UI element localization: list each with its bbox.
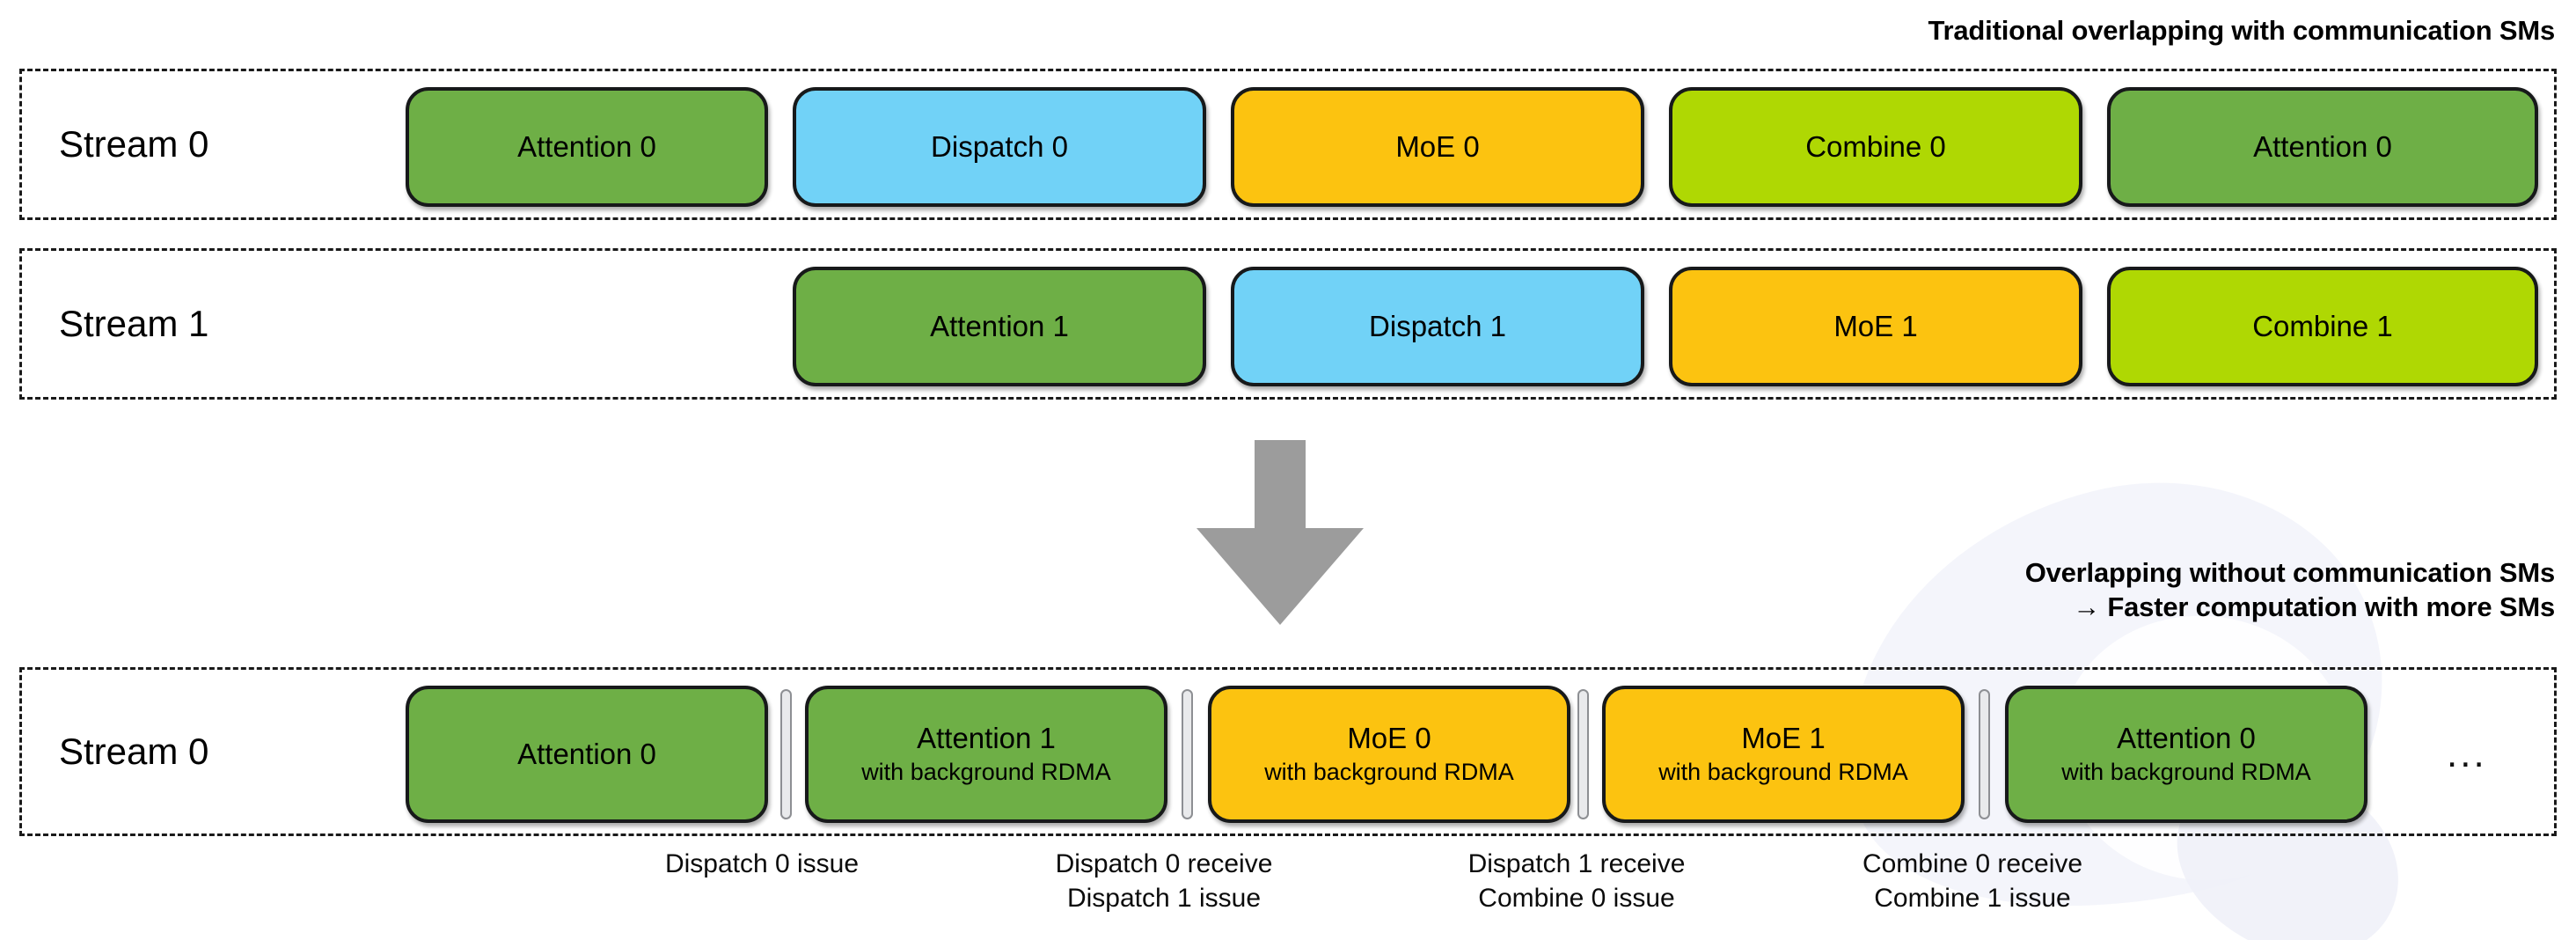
stream-lane-1-track: Attention 1 Dispatch 1 MoE 1 Combine 1 (22, 251, 2554, 397)
task-block: MoE 0 with background RDMA (1208, 686, 1570, 823)
task-block-title: Attention 0 (517, 737, 656, 770)
task-block: Attention 0 (2107, 87, 2538, 207)
task-block-title: Attention 1 (930, 309, 1069, 342)
task-block: MoE 0 (1231, 87, 1644, 207)
task-block: Combine 1 (2107, 267, 2538, 386)
task-block: Attention 0 (406, 87, 768, 207)
stream-lane-0-label: Stream 0 (59, 123, 209, 165)
timeline-caption: Dispatch 0 receive Dispatch 1 issue (1055, 849, 1273, 913)
timeline-caption: Dispatch 1 receive Combine 0 issue (1467, 849, 1686, 913)
task-block-subtitle: with background RDMA (861, 758, 1111, 785)
block-separator (780, 689, 792, 819)
block-separator (1182, 689, 1193, 819)
task-block-subtitle: with background RDMA (2061, 758, 2311, 785)
task-block-title: Attention 0 (517, 129, 656, 163)
task-block: Dispatch 0 (793, 87, 1206, 207)
stream-lane-2-track: Attention 0 Attention 1 with background RD… (22, 670, 2554, 834)
heading-overlapping-without-comm-sms: Overlapping without communication SMs → … (2024, 557, 2556, 622)
task-block: Attention 1 with background RDMA (805, 686, 1167, 823)
down-arrow-icon (1197, 440, 1364, 625)
task-block-title: Combine 0 (1805, 129, 1946, 163)
task-block: Attention 1 (793, 267, 1206, 386)
task-block: MoE 1 (1669, 267, 2082, 386)
stream-lane-2-label: Stream 0 (59, 731, 209, 772)
task-block-title: MoE 0 (1395, 129, 1480, 163)
block-separator (1577, 689, 1589, 819)
heading-traditional-overlapping: Traditional overlapping with communicati… (1928, 15, 2556, 46)
task-block-title: Combine 1 (2252, 309, 2393, 342)
task-block-title: Attention 0 (2117, 722, 2256, 755)
task-block-title: Dispatch 1 (1369, 309, 1506, 342)
stream-lane-1-label: Stream 1 (59, 303, 209, 344)
timeline-caption: Dispatch 0 issue (664, 849, 860, 878)
task-block: Attention 0 (406, 686, 768, 823)
task-block: Combine 0 (1669, 87, 2082, 207)
task-block: Dispatch 1 (1231, 267, 1644, 386)
stream-lane-0-track: Attention 0 Dispatch 0 MoE 0 Combine 0 Atten… (22, 71, 2554, 217)
task-block-title: Dispatch 0 (931, 129, 1068, 163)
task-block-subtitle: with background RDMA (1264, 758, 1514, 785)
task-block-title: Attention 0 (2253, 129, 2392, 163)
task-block-title: MoE 0 (1347, 722, 1431, 755)
task-block: MoE 1 with background RDMA (1602, 686, 1965, 823)
block-separator (1979, 689, 1990, 819)
task-block-title: MoE 1 (1741, 722, 1826, 755)
task-block-subtitle: with background RDMA (1658, 758, 1908, 785)
timeline-caption: Combine 0 receive Combine 1 issue (1862, 849, 2083, 913)
stream-lane-0: Stream 0 Attention 0 Dispatch 0 MoE 0 Combi… (19, 69, 2557, 220)
task-block-title: Attention 1 (917, 722, 1056, 755)
task-block-title: MoE 1 (1833, 309, 1918, 342)
stream-lane-2: Stream 0 Attention 0 Attention 1 with back… (19, 667, 2557, 836)
continuation-ellipsis: ... (2447, 732, 2487, 775)
task-block: Attention 0 with background RDMA (2005, 686, 2367, 823)
stream-lane-1: Stream 1 Attention 1 Dispatch 1 MoE 1 Combi… (19, 248, 2557, 400)
